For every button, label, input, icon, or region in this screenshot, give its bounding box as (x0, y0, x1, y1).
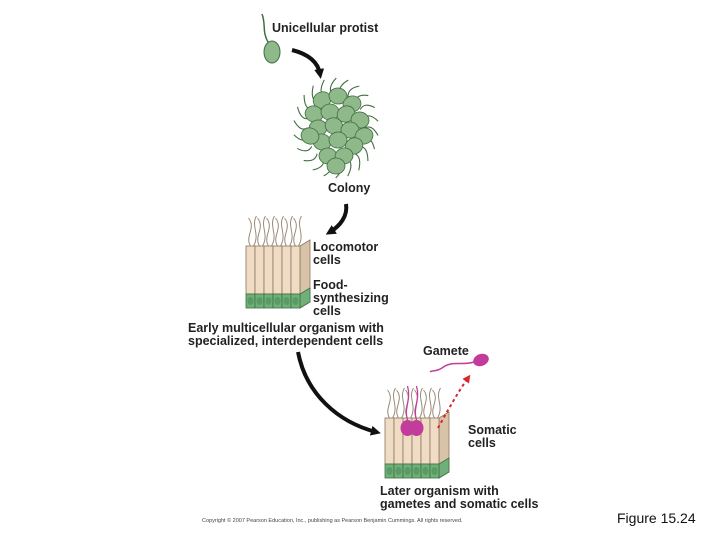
label-colony: Colony (328, 181, 371, 195)
arrow-colony-to-early (325, 203, 349, 235)
figure-caption: Figure 15.24 (617, 510, 696, 526)
gamete-cell (429, 353, 489, 373)
label-unicellular-protist: Unicellular protist (272, 21, 379, 35)
label-later-organism: Later organism with gametes and somatic … (380, 484, 539, 511)
arrow-protist-to-colony (291, 48, 325, 79)
later-organism-tissue (384, 385, 450, 479)
label-locomotor-cells: Locomotor cells (313, 240, 379, 267)
label-gamete: Gamete (423, 344, 469, 358)
colony-cluster (293, 77, 379, 179)
arrow-early-to-later (296, 351, 381, 436)
label-somatic-cells: Somatic cells (468, 423, 517, 450)
early-organism-tissue (245, 215, 311, 309)
gamete-release-arrow (437, 374, 471, 429)
label-food-synthesizing-cells: Food- synthesizing cells (313, 278, 389, 318)
protist-cell (261, 13, 281, 64)
copyright-notice: Copyright © 2007 Pearson Education, Inc.… (202, 518, 463, 524)
label-early-organism: Early multicellular organism with specia… (188, 321, 384, 348)
